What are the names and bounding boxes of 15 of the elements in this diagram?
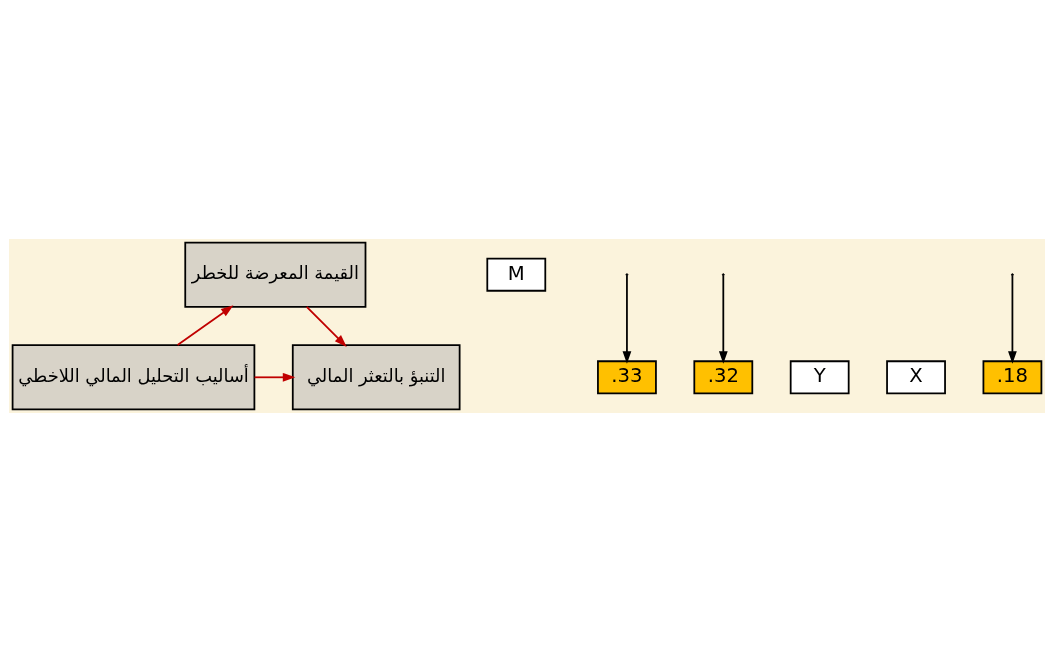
node-box: أساليب التحليل المالي اللاخطي	[11, 343, 256, 410]
node-box: X	[886, 359, 946, 394]
node-box: M	[486, 257, 547, 292]
arrow	[176, 304, 234, 346]
node-box: .32	[693, 359, 754, 394]
arrow	[253, 372, 296, 382]
arrow	[718, 274, 728, 364]
node-box: القيمة المعرضة للخطر	[184, 241, 367, 308]
arrow	[1008, 274, 1017, 364]
node-box: التنبؤ بالتعثر المالي	[291, 343, 461, 410]
node-box: Y	[789, 359, 850, 394]
node-box: .33	[597, 359, 657, 394]
arrow	[305, 305, 347, 347]
node-box: .18	[982, 359, 1043, 394]
arrow	[622, 274, 632, 364]
